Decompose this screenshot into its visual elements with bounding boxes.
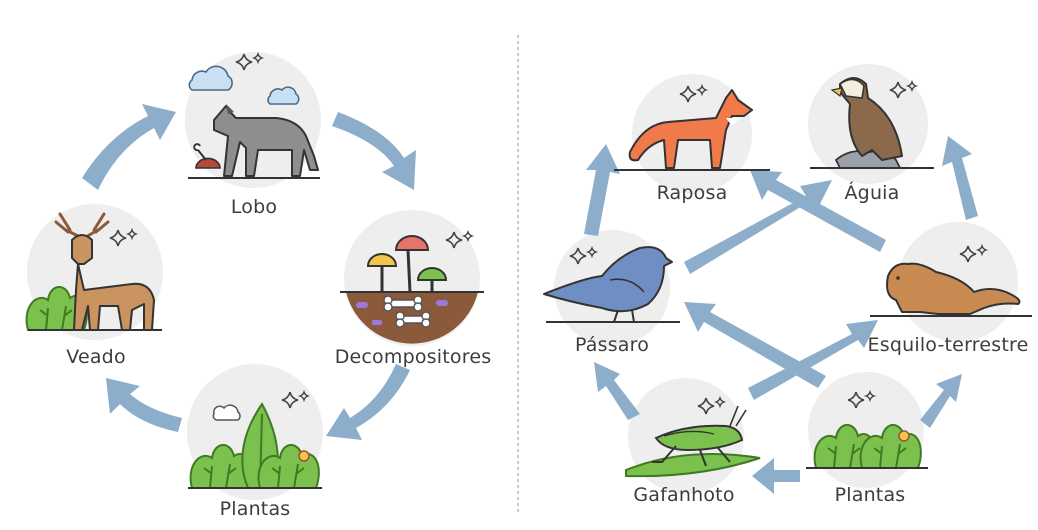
label-decomposers: Decompositores: [334, 346, 492, 368]
fox-icon: [614, 85, 770, 171]
arrow-squirrel-to-fox: [750, 170, 886, 252]
arrow-bird-to-fox: [584, 144, 620, 236]
eagle-icon: [810, 77, 934, 169]
deer-icon: [25, 212, 162, 331]
label-bird: Pássaro: [574, 334, 650, 356]
arrow-grasshopper-to-bird: [594, 362, 640, 420]
arrow-grasshopper-to-squirrel: [748, 320, 878, 400]
label-fox: Raposa: [656, 182, 728, 204]
wolf-icon: [188, 53, 320, 179]
grasshopper-icon: [625, 397, 761, 478]
arrow-decomposers-to-plants: [326, 364, 410, 440]
label-deer: Veado: [66, 346, 126, 368]
label-grasshopper: Gafanhoto: [633, 484, 735, 506]
ground-squirrel-icon: [870, 245, 1032, 317]
arrow-deer-to-wolf: [82, 104, 176, 190]
label-eagle: Águia: [844, 182, 900, 204]
right-plants-circle: [808, 372, 924, 488]
label-wolf: Lobo: [230, 196, 278, 218]
label-squirrel: Esquilo-terrestre: [867, 334, 1029, 356]
bird-icon: [543, 246, 680, 323]
arrow-plants-to-bird: [684, 302, 826, 388]
arrow-squirrel-to-eagle: [942, 136, 978, 220]
right-web-arrows: [584, 136, 978, 494]
label-left-plants: Plantas: [219, 498, 291, 520]
arrow-wolf-to-decomposers: [332, 112, 416, 190]
label-right-plants: Plantas: [834, 484, 906, 506]
plants-icon-right: [806, 391, 928, 469]
plants-icon: [188, 391, 322, 489]
arrow-plants-to-grasshopper: [752, 458, 800, 494]
arrow-plants-to-deer: [106, 378, 182, 432]
left-cycle-arrows: [82, 104, 416, 440]
mushroom-soil-icon: [340, 231, 484, 344]
arrow-plants-to-squirrel: [920, 374, 962, 428]
